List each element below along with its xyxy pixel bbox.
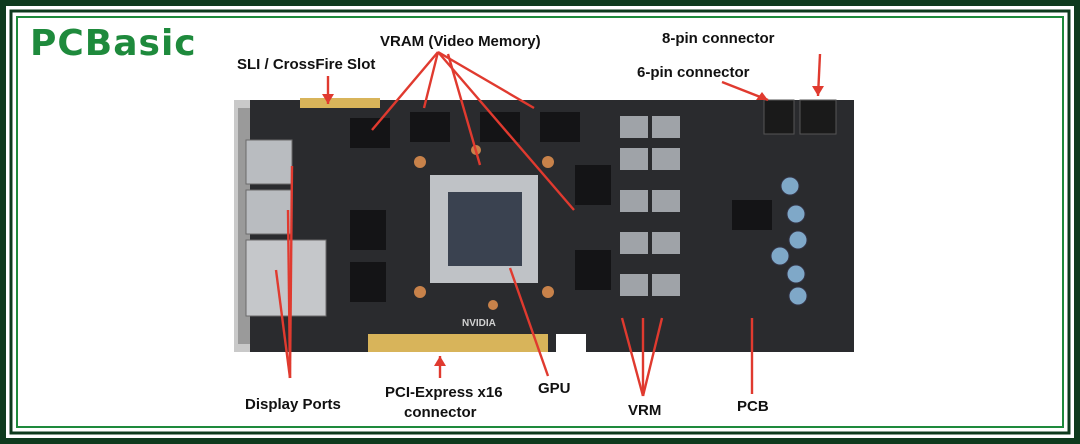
gpu-die bbox=[448, 192, 522, 266]
label-display-ports: Display Ports bbox=[245, 396, 341, 413]
label-8pin: 8-pin connector bbox=[662, 30, 775, 47]
label-pcie: PCI-Express x16 bbox=[385, 384, 503, 401]
arrow-heads bbox=[322, 86, 824, 366]
sli-fingers bbox=[300, 98, 380, 108]
label-pcie-connector: connector bbox=[404, 404, 477, 421]
label-vrm: VRM bbox=[628, 402, 662, 419]
label-gpu: GPU bbox=[538, 380, 571, 397]
label-vram: VRAM (Video Memory) bbox=[380, 33, 541, 50]
label-sli-crossfire: SLI / CrossFire Slot bbox=[237, 56, 376, 73]
label-pcb: PCB bbox=[737, 398, 769, 415]
nvidia-brand-text: NVIDIA bbox=[462, 318, 496, 329]
callout-arrows bbox=[274, 50, 822, 397]
port-3 bbox=[245, 239, 327, 317]
label-6pin: 6-pin connector bbox=[637, 64, 750, 81]
vram-chips bbox=[350, 112, 611, 302]
vrm-chokes bbox=[620, 116, 680, 296]
connector-6pin bbox=[763, 99, 795, 135]
pcbasic-logo: PCBasic bbox=[30, 23, 197, 64]
capacitors bbox=[770, 176, 808, 306]
mount-holes bbox=[414, 145, 554, 310]
port-1 bbox=[245, 139, 293, 185]
pcie-fingers bbox=[368, 334, 548, 352]
pwm-controller bbox=[732, 200, 772, 230]
connector-8pin bbox=[799, 99, 837, 135]
port-2 bbox=[245, 189, 293, 235]
